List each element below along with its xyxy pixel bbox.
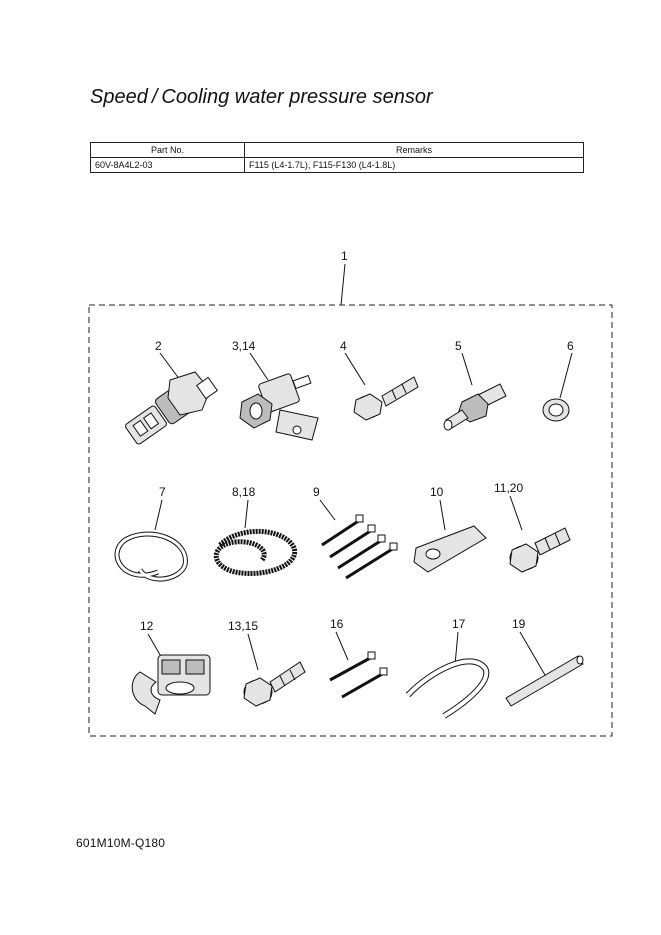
parts-table: Part No. Remarks 60V-8A4L2-03 F115 (L4-1…	[90, 142, 584, 173]
straight-hose-part	[505, 655, 584, 707]
leader-part-11-20	[509, 495, 523, 531]
assembly-boundary	[88, 304, 613, 737]
label-part-5: 5	[455, 339, 462, 353]
label-part-17: 17	[452, 617, 466, 631]
label-part-12: 12	[140, 619, 154, 633]
label-part-3-14: 3,14	[232, 339, 256, 353]
assembly-label: 1	[341, 249, 348, 263]
label-part-16: 16	[330, 617, 344, 631]
leader-part-16	[335, 631, 349, 661]
sensor-fitting-part	[239, 373, 319, 441]
label-part-2: 2	[155, 339, 162, 353]
label-part-6: 6	[567, 339, 574, 353]
hose-clamp-part	[131, 654, 211, 715]
spring-wire-part	[213, 529, 298, 576]
hose-nipple-part	[443, 383, 507, 431]
page-title: Speed / Cooling water pressure sensor	[90, 86, 433, 108]
label-part-19: 19	[512, 617, 526, 631]
label-part-11-20: 11,20	[494, 481, 523, 495]
leader-part-5	[461, 352, 473, 386]
leader-part-7	[154, 499, 163, 531]
label-part-9: 9	[313, 485, 320, 499]
leader-part-6	[559, 352, 573, 399]
label-part-4: 4	[340, 339, 347, 353]
leader-part-2	[159, 352, 181, 381]
leader-part-8-18	[244, 499, 249, 529]
cable-ties-part	[321, 514, 398, 580]
bracket-part	[413, 525, 487, 573]
leader-part-17	[454, 631, 459, 666]
washer-part	[542, 398, 570, 422]
table-header-row: Part No. Remarks	[90, 142, 584, 158]
footer-code: 601M10M-Q180	[76, 836, 166, 850]
label-part-8-18: 8,18	[232, 485, 256, 499]
label-part-7: 7	[159, 485, 166, 499]
label-part-13-15: 13,15	[228, 619, 258, 633]
assembly-leader-line	[340, 263, 346, 306]
bent-hose-part	[405, 658, 490, 719]
label-part-10: 10	[430, 485, 444, 499]
leader-part-19	[519, 631, 546, 676]
leader-part-4	[344, 352, 366, 386]
leader-part-10	[439, 499, 446, 531]
tapping-bolt-part	[243, 661, 306, 707]
leader-part-3-14	[249, 352, 269, 381]
flange-bolt-part	[509, 527, 571, 573]
hex-bolt-part	[353, 376, 419, 421]
leader-part-13-15	[247, 633, 259, 671]
cell-remarks: F115 (L4-1.7L), F115-F130 (L4-1.8L)	[244, 157, 584, 173]
small-cable-ties-part	[329, 651, 388, 699]
coiled-hose-part	[114, 531, 188, 582]
leader-part-9	[319, 499, 336, 521]
pressure-sensor-part	[125, 371, 219, 445]
table-row: 60V-8A4L2-03 F115 (L4-1.7L), F115-F130 (…	[90, 157, 584, 173]
